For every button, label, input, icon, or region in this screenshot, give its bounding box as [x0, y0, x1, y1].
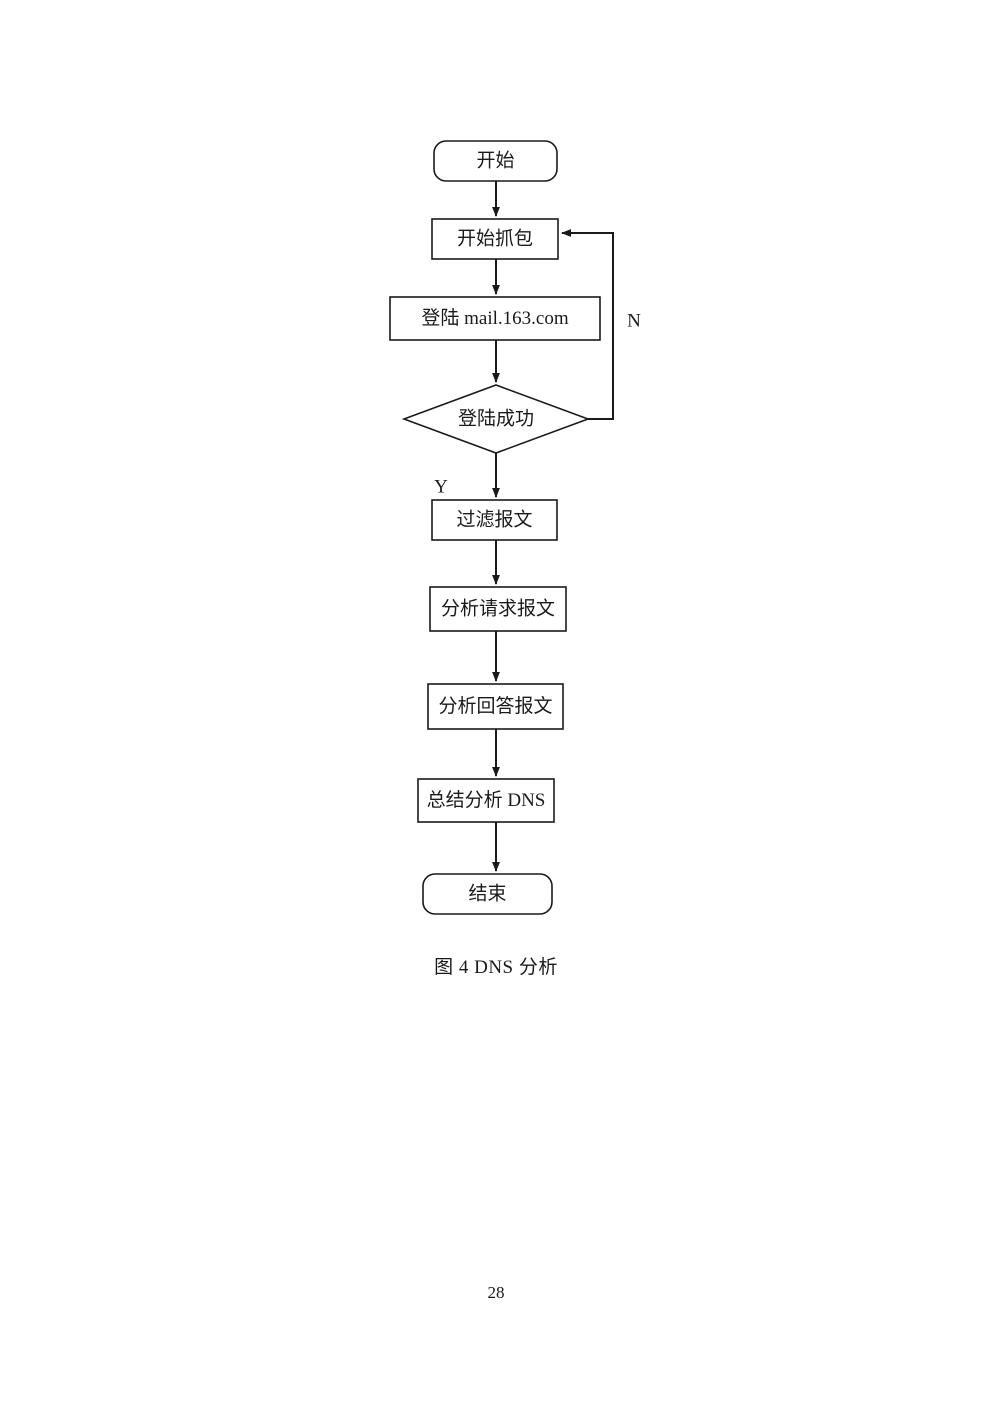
flow-node-login-check[interactable]: 登陆成功 — [401, 384, 591, 454]
figure-caption: 图 4 DNS 分析 — [434, 957, 558, 978]
flow-node-analyze-response-label: 分析回答报文 — [438, 695, 552, 717]
flow-node-analyze-request[interactable]: 分析请求报文 — [429, 586, 567, 632]
flow-node-summarize[interactable]: 总结分析 DNS — [417, 778, 555, 823]
flow-node-analyze-response[interactable]: 分析回答报文 — [427, 683, 564, 730]
flow-node-start-label: 开始 — [476, 149, 514, 171]
edge-decision-no-loop-to-capture — [561, 229, 614, 420]
flow-node-filter-label: 过滤报文 — [456, 508, 532, 530]
branch-label-no: N — [627, 310, 641, 331]
flow-node-end[interactable]: 结束 — [422, 873, 553, 915]
flow-node-login[interactable]: 登陆 mail.163.com — [389, 296, 601, 341]
flow-node-start[interactable]: 开始 — [433, 140, 558, 182]
flow-node-analyze-request-label: 分析请求报文 — [441, 597, 555, 619]
flow-node-summarize-label: 总结分析 DNS — [427, 789, 546, 811]
flow-node-filter[interactable]: 过滤报文 — [431, 499, 558, 541]
branch-label-yes: Y — [434, 476, 448, 497]
flowchart-diagram: 开始 开始抓包 登陆 mail.163.com 登陆成功 过滤报文 分析请求报文… — [389, 140, 641, 915]
flow-node-capture-label: 开始抓包 — [457, 227, 533, 249]
flow-node-login-check-label: 登陆成功 — [458, 407, 534, 429]
flow-node-capture[interactable]: 开始抓包 — [431, 218, 559, 260]
page-number: 28 — [487, 1283, 505, 1302]
flow-node-end-label: 结束 — [468, 882, 506, 904]
flow-node-login-label: 登陆 mail.163.com — [421, 307, 568, 329]
